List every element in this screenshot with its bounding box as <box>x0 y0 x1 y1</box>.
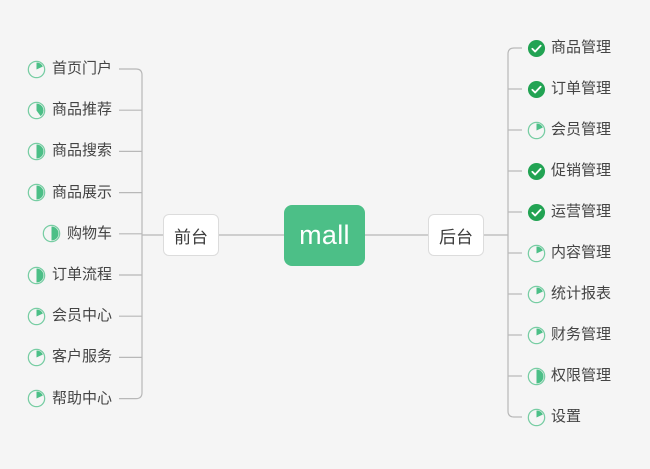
leaf-item-label: 设置 <box>551 408 582 425</box>
leaf-item-label: 客户服务 <box>51 348 112 366</box>
pie-progress-icon <box>42 225 61 243</box>
leaf-item-left-7[interactable]: 客户服务 <box>27 345 112 369</box>
leaf-item-left-2[interactable]: 商品搜索 <box>27 139 112 163</box>
pie-progress-icon <box>527 244 546 262</box>
leaf-item-right-1[interactable]: 订单管理 <box>527 77 611 101</box>
leaf-item-right-5[interactable]: 内容管理 <box>527 241 611 265</box>
leaf-item-left-4[interactable]: 购物车 <box>42 222 112 246</box>
leaf-item-left-6[interactable]: 会员中心 <box>27 304 112 328</box>
leaf-item-right-9[interactable]: 设置 <box>527 405 581 429</box>
pie-progress-icon <box>27 348 46 367</box>
check-circle-icon <box>527 203 546 221</box>
center-node-mall[interactable]: mall <box>284 205 365 266</box>
leaf-item-left-3[interactable]: 商品展示 <box>27 181 112 205</box>
leaf-item-right-8[interactable]: 权限管理 <box>527 364 611 388</box>
pie-progress-icon <box>27 307 46 325</box>
pie-progress-icon <box>27 389 46 408</box>
leaf-item-label: 权限管理 <box>551 367 612 384</box>
leaf-item-label: 帮助中心 <box>51 389 112 407</box>
leaf-item-left-5[interactable]: 订单流程 <box>27 263 112 287</box>
leaf-item-label: 商品搜索 <box>51 142 112 160</box>
pie-progress-icon <box>527 408 546 426</box>
center-node-label: mall <box>299 220 350 250</box>
check-circle-icon <box>527 80 546 98</box>
branch-node-frontend-label: 前台 <box>174 227 208 247</box>
check-circle-icon <box>527 39 546 57</box>
leaf-item-label: 促销管理 <box>551 162 612 179</box>
leaf-item-right-6[interactable]: 统计报表 <box>527 282 611 306</box>
leaf-item-right-4[interactable]: 运营管理 <box>527 200 611 224</box>
pie-progress-icon <box>527 285 546 303</box>
leaf-item-label: 商品推荐 <box>51 101 112 119</box>
leaf-item-label: 财务管理 <box>551 326 612 343</box>
leaf-item-left-1[interactable]: 商品推荐 <box>27 98 112 122</box>
leaf-item-label: 订单流程 <box>51 266 112 283</box>
leaf-item-label: 统计报表 <box>551 285 612 302</box>
branch-node-backend-label: 后台 <box>439 227 473 247</box>
pie-progress-icon <box>527 326 546 344</box>
leaf-item-left-0[interactable]: 首页门户 <box>27 57 112 81</box>
leaf-item-right-0[interactable]: 商品管理 <box>527 36 611 60</box>
leaf-item-label: 商品展示 <box>51 183 112 201</box>
leaf-item-right-7[interactable]: 财务管理 <box>527 323 611 347</box>
pie-progress-icon <box>27 60 46 78</box>
leaf-item-right-3[interactable]: 促销管理 <box>527 159 611 183</box>
pie-progress-icon <box>27 142 46 161</box>
leaf-item-left-8[interactable]: 帮助中心 <box>27 387 112 411</box>
leaf-item-label: 商品管理 <box>551 39 612 56</box>
leaf-item-label: 购物车 <box>66 224 112 242</box>
leaf-item-label: 运营管理 <box>551 203 612 220</box>
branch-node-backend[interactable]: 后台 <box>428 214 484 256</box>
pie-progress-icon <box>27 266 46 284</box>
branch-node-frontend[interactable]: 前台 <box>163 214 219 256</box>
leaf-item-right-2[interactable]: 会员管理 <box>527 118 611 142</box>
leaf-item-label: 订单管理 <box>551 80 612 97</box>
leaf-item-label: 会员管理 <box>551 121 612 138</box>
leaf-item-label: 会员中心 <box>51 307 112 325</box>
pie-progress-icon <box>527 367 546 385</box>
leaf-item-label: 首页门户 <box>51 60 112 77</box>
pie-progress-icon <box>27 183 46 202</box>
leaf-item-label: 内容管理 <box>551 244 612 261</box>
pie-progress-icon <box>527 121 546 139</box>
pie-progress-icon <box>27 101 46 119</box>
check-circle-icon <box>527 162 546 180</box>
